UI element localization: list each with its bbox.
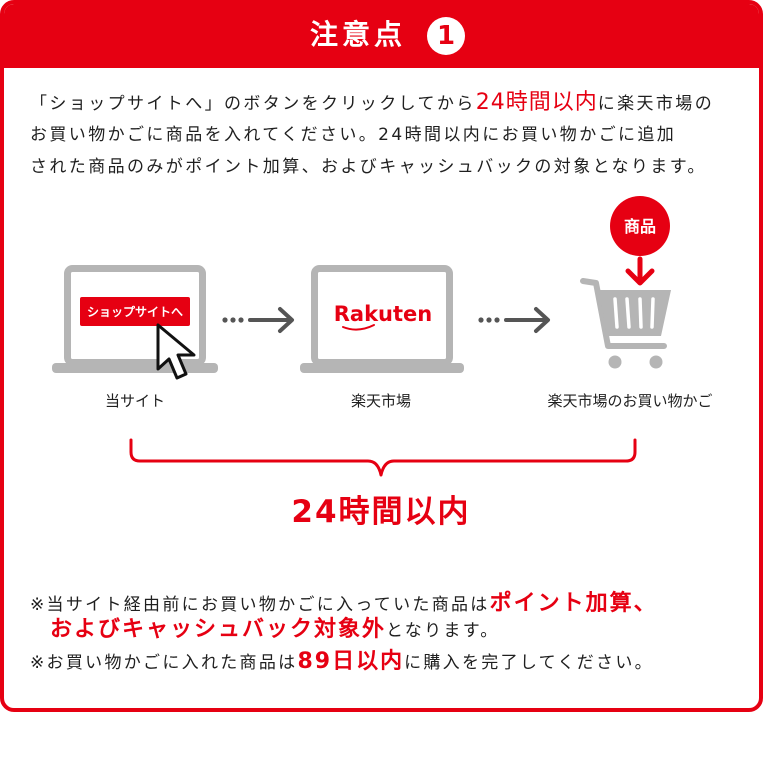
note-2-highlight: 89日以内 bbox=[297, 649, 405, 674]
notice-card: 注意点 1 「ショップサイトへ」のボタンをクリックしてから24時間以内に楽天市場… bbox=[0, 0, 763, 712]
intro-line-1: 「ショップサイトへ」のボタンをクリックしてから24時間以内に楽天市場の bbox=[30, 87, 714, 119]
shop-site-button: ショップサイトへ bbox=[80, 297, 190, 326]
shopping-cart-icon bbox=[580, 278, 671, 369]
intro-line-3: された商品のみがポイント加算、およびキャッシュバックの対象となります。 bbox=[30, 157, 707, 177]
rakuten-logo-text: Rakuten bbox=[334, 302, 433, 326]
notice-number-badge: 1 bbox=[427, 17, 465, 55]
rakuten-logo: Rakuten bbox=[334, 302, 433, 331]
step-our-site: ショップサイトへ 当サイト bbox=[52, 265, 218, 410]
step-cart-caption: 楽天市場のお買い物かご bbox=[547, 392, 712, 410]
arrow-down-icon bbox=[625, 256, 655, 286]
note-1-suffix: となります。 bbox=[386, 621, 500, 641]
note-1-line-2: およびキャッシュバック対象外となります。 bbox=[50, 615, 500, 646]
shop-site-button-label: ショップサイトへ bbox=[87, 304, 183, 319]
note-2: ※お買い物かごに入れた商品は89日以内に購入を完了してください。 bbox=[30, 647, 654, 678]
note-1-highlight-2: およびキャッシュバック対象外 bbox=[50, 617, 387, 642]
step-our-site-caption: 当サイト bbox=[105, 392, 165, 410]
dotted-arrow-right-icon bbox=[222, 307, 294, 333]
intro-line-2: お買い物かごに商品を入れてください。24時間以内にお買い物かごに追加 bbox=[30, 125, 677, 145]
laptop-icon bbox=[300, 265, 464, 373]
note-1-line-1: ※当サイト経由前にお買い物かごに入っていた商品はポイント加算、 bbox=[30, 589, 658, 620]
flow-diagram: ショップサイトへ 当サイト Rakuten 楽天市場 bbox=[52, 196, 713, 477]
dotted-arrow-right-icon bbox=[478, 307, 550, 333]
notice-title: 注意点 bbox=[310, 18, 407, 51]
step-rakuten: Rakuten 楽天市場 bbox=[300, 265, 464, 410]
product-badge-label: 商品 bbox=[624, 217, 656, 236]
intro-line-1-after: に楽天市場の bbox=[597, 94, 715, 114]
product-badge: 商品 bbox=[610, 196, 670, 256]
step-rakuten-caption: 楽天市場 bbox=[351, 392, 411, 410]
note-1-text: ※当サイト経由前にお買い物かごに入っていた商品は bbox=[30, 595, 490, 615]
intro-text: 「ショップサイトへ」のボタンをクリックしてから24時間以内に楽天市場の お買い物… bbox=[30, 87, 714, 183]
note-1-highlight: ポイント加算、 bbox=[489, 591, 658, 616]
note-2-text: ※お買い物かごに入れた商品は bbox=[30, 653, 298, 673]
mouse-pointer-icon bbox=[156, 323, 196, 380]
step-cart: 商品 楽天市場のお買い物かご bbox=[547, 196, 713, 410]
intro-line-1-before: 「ショップサイトへ」のボタンをクリックしてから bbox=[30, 94, 476, 114]
duration-bracket bbox=[129, 438, 637, 477]
note-2-suffix: に購入を完了してください。 bbox=[404, 653, 654, 673]
intro-deadline-highlight: 24時間以内 bbox=[475, 90, 598, 115]
notice-header: 注意点 1 bbox=[4, 4, 759, 68]
duration-label: 24時間以内 bbox=[291, 494, 471, 530]
